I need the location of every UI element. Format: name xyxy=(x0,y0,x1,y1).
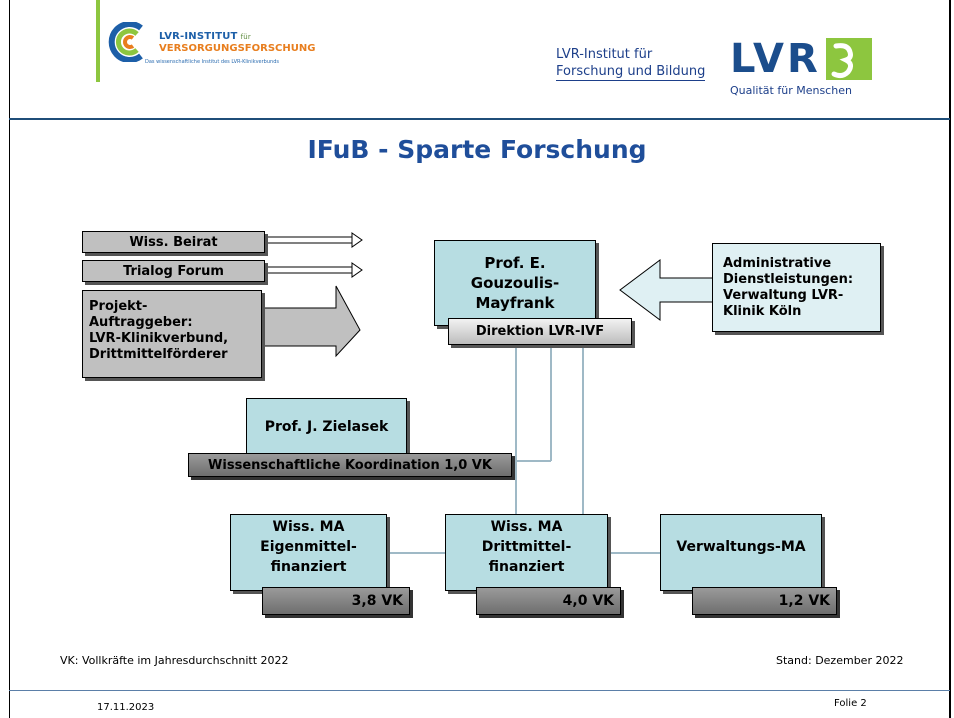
footer-note: VK: Vollkräfte im Jahresdurchschnitt 202… xyxy=(60,654,289,667)
lvr-logo-word: LVR xyxy=(730,36,821,82)
box-head-name: Prof. E. Gouzoulis- Mayfrank xyxy=(434,240,596,326)
footer-stand: Stand: Dezember 2022 xyxy=(776,654,904,667)
institute-name-line2: VERSORGUNGSFORSCHUNG xyxy=(159,43,316,54)
footer-slide-number: Folie 2 xyxy=(834,698,867,709)
org-lines xyxy=(387,345,660,554)
lvr-logo-face-icon xyxy=(826,38,872,80)
footer-divider xyxy=(9,690,950,691)
box-unit-verwaltung: Verwaltungs-MA xyxy=(660,514,822,591)
accent-bar xyxy=(96,0,100,82)
admin-arrow xyxy=(619,259,715,321)
lvr-text-line2: Forschung und Bildung xyxy=(556,64,706,81)
box-trialog-forum: Trialog Forum xyxy=(82,260,265,282)
box-coordinator-role: Wissenschaftliche Koordination 1,0 VK xyxy=(188,453,512,477)
slide-frame-left xyxy=(9,0,10,718)
box-unit-drittmittel-vk: 4,0 VK xyxy=(476,587,621,615)
box-head-role: Direktion LVR-IVF xyxy=(448,318,632,345)
lvr-logo-subtitle: Qualität für Menschen xyxy=(730,84,852,97)
box-unit-eigenmittel: Wiss. MA Eigenmittel- finanziert xyxy=(230,514,387,591)
box-wiss-beirat: Wiss. Beirat xyxy=(82,231,265,253)
institute-logo-icon xyxy=(108,22,143,62)
box-unit-drittmittel: Wiss. MA Drittmittel- finanziert xyxy=(445,514,608,591)
lvr-text-line1: LVR-Institut für xyxy=(556,47,653,62)
box-administrative: Administrative Dienstleistungen: Verwalt… xyxy=(712,243,881,332)
header-divider xyxy=(9,118,950,120)
slide-frame-right xyxy=(949,0,951,718)
box-unit-verwaltung-vk: 1,2 VK xyxy=(692,587,837,615)
projekt-arrow xyxy=(261,285,361,358)
box-coordinator-name: Prof. J. Zielasek xyxy=(246,398,407,455)
footer-date: 17.11.2023 xyxy=(97,702,155,713)
trialog-arrow xyxy=(263,262,363,278)
box-unit-eigenmittel-vk: 3,8 VK xyxy=(262,587,410,615)
slide-title: IFuB - Sparte Forschung xyxy=(307,135,647,164)
institute-tagline: Das wissenschaftliche Institut des LVR-K… xyxy=(145,59,279,65)
lvr-institute-text: LVR-Institut für Forschung und Bildung xyxy=(556,46,706,81)
lvr-logo: LVR Qualität für Menschen xyxy=(724,36,876,106)
beirat-arrow xyxy=(263,232,363,248)
box-projekt-auftraggeber: Projekt- Auftraggeber: LVR-Klinikverbund… xyxy=(82,290,262,378)
